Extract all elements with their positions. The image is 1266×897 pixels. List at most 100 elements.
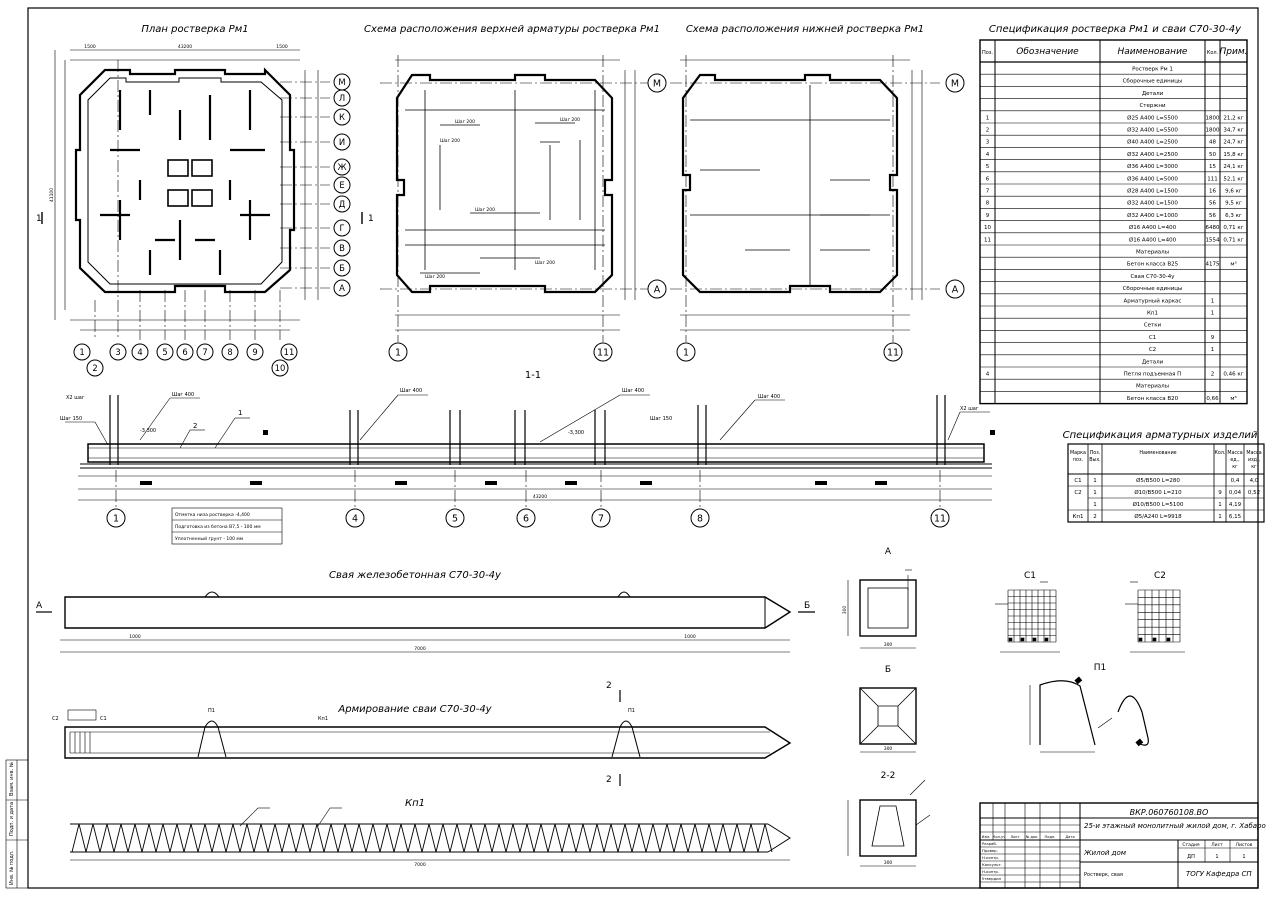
spec-items-cell: 2	[1093, 514, 1097, 520]
spec-main-cell: 0,66	[1206, 396, 1219, 402]
title-det-p1: П1	[1094, 663, 1107, 673]
axis-circle	[176, 343, 194, 361]
plan-outline	[74, 67, 296, 294]
axis-circle	[676, 342, 696, 362]
spec-items-header: изд.,	[1248, 458, 1261, 463]
axis-label: 5	[162, 347, 167, 357]
det-a-dim-h: 300	[884, 642, 893, 648]
section-axis-7: 7	[591, 508, 611, 528]
axis-circle	[945, 279, 965, 299]
axis-label: 8	[227, 347, 232, 357]
axis-number-7: 7	[196, 343, 214, 361]
spec-main-cell: 11	[984, 237, 991, 243]
title-kp1: Кп1	[405, 798, 425, 809]
title-top-rebar: Схема расположения верхней арматуры рост…	[364, 24, 660, 35]
pile-rebar-kp1: Кп1	[318, 716, 328, 722]
pile-rebar-p1-a: П1	[208, 708, 215, 714]
spec-main-cell: 6	[986, 176, 990, 182]
axis-circle	[591, 508, 611, 528]
spec-main-cell: 15,8 кг	[1223, 152, 1243, 158]
axis-number-4: 4	[131, 343, 149, 361]
stamp-col-head: Подп.	[1045, 835, 1056, 839]
spec-main-cell: м³	[1230, 395, 1236, 402]
spec-main-cell: 2	[1211, 372, 1215, 378]
spec-main-cell: 56	[1209, 213, 1216, 219]
stamp-col-head: Кол.уч	[993, 835, 1005, 839]
section-axis-5: 5	[445, 508, 465, 528]
section-callout-8: Х2 шаг	[960, 406, 979, 412]
title-det-c1: С1	[1024, 571, 1036, 581]
stamp-col-head: Дата	[1065, 835, 1074, 839]
axis-label: 11	[887, 347, 899, 358]
spec-main-cell: 48	[1209, 140, 1216, 146]
pile-rebar-p1-b: П1	[628, 708, 635, 714]
title-spec-items: Спецификация арматурных изделий	[1063, 430, 1258, 441]
spec-main-cell: 1	[1211, 298, 1215, 304]
stamp-sheet-name: Ростверк, свая	[1084, 872, 1123, 878]
spec-main-cell: Ø16 А400 L=400	[1129, 236, 1177, 243]
spec-main-cell: 4	[986, 152, 990, 158]
spec-main-cell: 9,5 кг	[1225, 201, 1242, 207]
spec-main-cell: 15	[1209, 164, 1216, 170]
stamp-sheet: 1	[1215, 854, 1218, 860]
spec-main-cell: Материалы	[1136, 384, 1169, 390]
stamp-stage-head-2: Лист	[1211, 842, 1223, 848]
spec-items-header: кг	[1251, 465, 1257, 470]
spec-main-cell: 1554	[1206, 237, 1220, 243]
axis-circle	[690, 508, 710, 528]
spec-main-cell: 4	[986, 372, 990, 378]
spec-items-cell: 1	[1093, 490, 1097, 496]
stamp-project: 25-и этажный монолитный жилой дом, г. Ха…	[1084, 822, 1266, 830]
axis-circle	[388, 342, 408, 362]
spec-main-cell: Бетон класса В25	[1127, 262, 1179, 268]
axis-label: 1	[113, 513, 119, 524]
axis-letter-10: Б	[333, 259, 351, 277]
axis-label: 6	[182, 347, 187, 357]
plan-dim-top-3: 1500	[276, 44, 288, 50]
section-note-1: Отметка низа ростверка -4,400	[175, 512, 250, 518]
bottom-axis-m: М	[945, 73, 965, 93]
spec-main-cell: Ø32 А400 L=1000	[1127, 212, 1178, 219]
spec-main-cell: Петля подъемная П	[1124, 372, 1182, 378]
spec-items-header: кг	[1232, 465, 1238, 470]
spec-main-header: Прим.	[1220, 47, 1248, 57]
pile-dim-seg-2: 1000	[684, 634, 696, 640]
stamp-sheets: 1	[1242, 854, 1245, 860]
spec-main-cell: Ø32 А400 L=2500	[1127, 151, 1178, 158]
axis-circle	[516, 508, 536, 528]
side-strip-label-2: Подп. и дата	[9, 802, 15, 836]
bottom-rebar-scheme	[670, 55, 940, 342]
spec-main-cell: 0,71 кг	[1223, 237, 1243, 243]
pile-rebar-c2: С2	[52, 716, 59, 722]
spec-main-cell: 52,1 кг	[1223, 176, 1243, 182]
axis-letter-1: М	[333, 73, 351, 91]
spec-main-cell: 21,2 кг	[1223, 115, 1243, 121]
title-plan: План ростверка Рм1	[141, 24, 248, 35]
spec-main-cell: 9	[986, 213, 990, 219]
title-pile: Свая железобетонная С70-30-4у	[329, 569, 502, 581]
section-axis-1: 1	[106, 508, 126, 528]
side-strip-label-1: Инв. № подл.	[9, 850, 15, 885]
axis-label: Б	[339, 263, 345, 273]
spec-main-cell: С2	[1149, 347, 1156, 353]
pile-end-a: А	[36, 601, 43, 611]
spec-main-cell: Детали	[1142, 91, 1164, 97]
section-note-2: Подготовка из бетона В7,5 - 100 мм	[175, 524, 261, 530]
spec-main-header: Наименование	[1118, 47, 1188, 57]
axis-number-2: 2	[86, 359, 104, 377]
axis-label: К	[339, 112, 345, 122]
axis-label: А	[952, 284, 959, 295]
axis-circle	[280, 343, 298, 361]
section-callout-5: Шаг 400	[622, 388, 644, 394]
pile-view: Свая железобетонная С70-30-4у А Б 1000 1…	[36, 569, 815, 653]
title-spec-main: Спецификация ростверка Рм1 и сваи С70-30…	[989, 24, 1242, 35]
plan-section-mark-left: 1	[36, 214, 42, 224]
title-pile-rebar: Армирование сваи С70-30-4у	[337, 704, 492, 715]
spec-items-header: Вых.	[1089, 457, 1100, 463]
detail-2-2: 2-2 300	[847, 771, 931, 867]
section-callout-6: Шаг 400	[758, 394, 780, 400]
section-axis-4: 4	[345, 508, 365, 528]
section-pos-2: 2	[193, 422, 197, 430]
detail-p1: П1	[1029, 663, 1149, 753]
